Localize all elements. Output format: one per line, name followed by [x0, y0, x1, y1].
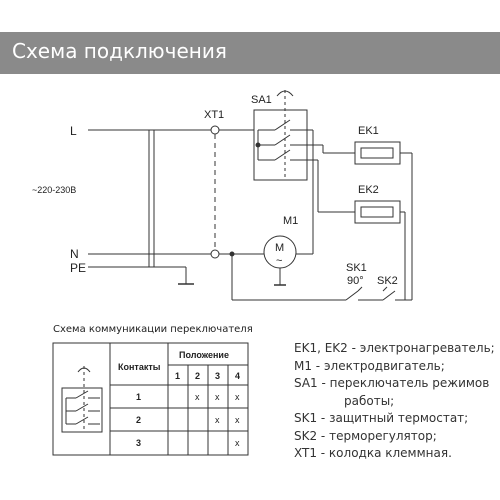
- legend: EK1, EK2 - электронагреватель; M1 - элек…: [294, 340, 495, 463]
- sa1-contact-3: [274, 149, 291, 161]
- legend-item: работы;: [344, 393, 395, 408]
- motor-symbol-M: M: [275, 242, 284, 254]
- label-L: L: [70, 124, 77, 138]
- table-mark: x: [195, 392, 200, 402]
- table-caption: Схема коммуникации переключателя: [53, 324, 253, 335]
- table-position-3: 3: [215, 371, 220, 381]
- xt1-terminal-top: [210, 125, 220, 135]
- table-mark: x: [215, 392, 220, 402]
- label-voltage: ~220-230В: [32, 185, 76, 195]
- label-XT1: XT1: [204, 109, 224, 121]
- table-contact-2: 2: [136, 415, 141, 425]
- table-header-contacts: Контакты: [118, 362, 161, 372]
- sk1-contact: [345, 290, 359, 301]
- ek1-element-icon: [360, 147, 394, 159]
- table-mark: x: [235, 438, 240, 448]
- label-SA1: SA1: [251, 94, 272, 106]
- label-SK1-temp: 90°: [347, 275, 364, 287]
- table-header-position: Положение: [179, 350, 229, 360]
- legend-item: M1 - электродвигатель;: [294, 358, 445, 373]
- table-mark: x: [235, 415, 240, 425]
- sa1-contact-2: [274, 134, 291, 146]
- switch-icon-contact: [75, 403, 89, 412]
- table-mark: x: [215, 415, 220, 425]
- table-mark: x: [235, 392, 240, 402]
- table-position-2: 2: [195, 371, 200, 381]
- switch-icon-box: [61, 387, 103, 433]
- table-position-4: 4: [235, 371, 240, 381]
- label-N: N: [70, 247, 79, 261]
- sk2-marker: [382, 286, 388, 292]
- title-bar: Схема подключения: [0, 32, 500, 74]
- table-position-1: 1: [175, 371, 180, 381]
- sa1-knob-icon: [276, 90, 294, 97]
- ek2-element-icon: [360, 206, 394, 218]
- xt1-terminal-bottom: [210, 249, 220, 259]
- label-PE: PE: [70, 261, 86, 275]
- switch-icon-knob: [77, 367, 91, 373]
- page-title: Схема подключения: [12, 39, 227, 63]
- label-SK1: SK1: [346, 262, 367, 274]
- table-contact-1: 1: [136, 392, 141, 402]
- label-SK2: SK2: [377, 275, 398, 287]
- label-EK2: EK2: [358, 184, 379, 196]
- legend-item: SK2 - терморегулятор;: [294, 428, 437, 443]
- table-contact-3: 3: [136, 438, 141, 448]
- legend-item: SK1 - защитный термостат;: [294, 411, 469, 425]
- label-EK1: EK1: [358, 125, 379, 137]
- sk1-marker: [357, 286, 363, 292]
- legend-item: EK1, EK2 - электронагреватель;: [294, 341, 495, 355]
- switch-table: [52, 342, 249, 456]
- sa1-contact-1: [274, 119, 291, 131]
- sk2-contact: [382, 290, 396, 301]
- legend-item: SA1 - переключатель режимов: [294, 376, 490, 390]
- legend-item: XT1 - колодка клеммная.: [294, 446, 452, 460]
- label-M1: M1: [283, 215, 298, 227]
- switch-icon-contact: [75, 390, 89, 399]
- switch-icon-contact: [75, 416, 89, 425]
- motor-symbol-ac: ~: [276, 255, 282, 267]
